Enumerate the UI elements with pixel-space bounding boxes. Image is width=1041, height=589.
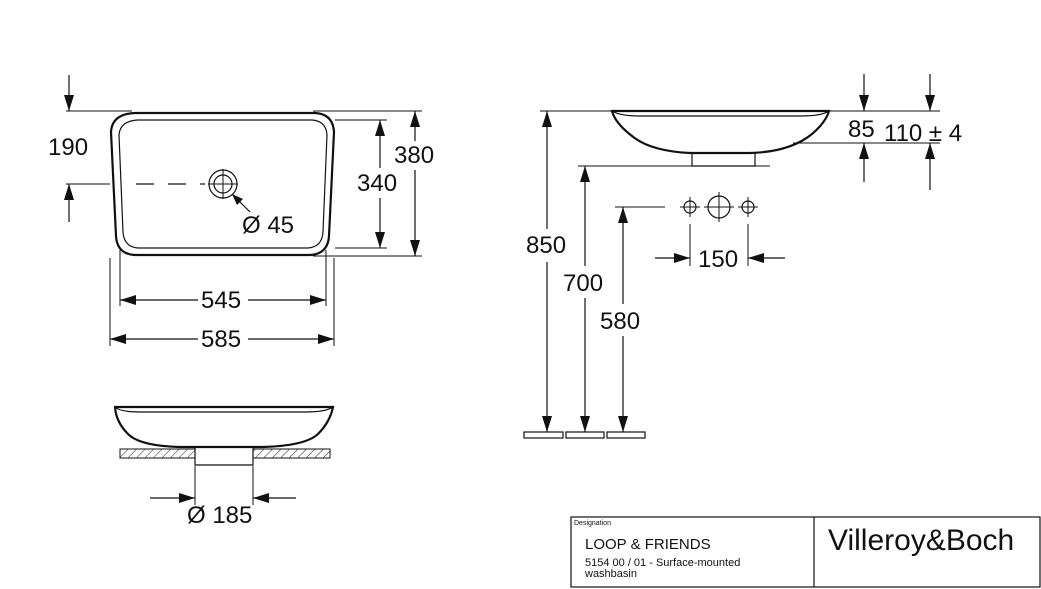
basin-outer-outline <box>109 111 336 257</box>
dim-545: 545 <box>201 287 241 314</box>
dim-700: 700 <box>563 270 603 297</box>
basin-base <box>194 447 254 466</box>
front-view: Ø 185 <box>113 405 335 529</box>
floor-block-2 <box>565 431 605 439</box>
dim-110: 110 ± 4 <box>884 120 962 147</box>
top-view: Ø 45 190 340 380 545 <box>48 75 434 353</box>
dim-drain-diameter: Ø 45 <box>242 212 294 239</box>
side-view: 850 700 580 150 <box>523 74 962 439</box>
product-description-line2: washbasin <box>584 568 637 580</box>
dim-585: 585 <box>201 326 241 353</box>
side-basin-base <box>691 153 756 167</box>
countertop-left <box>119 448 196 459</box>
floor-block-1 <box>523 431 564 439</box>
countertop-right <box>252 448 331 459</box>
designation-label: Designation <box>574 520 611 527</box>
dim-580: 580 <box>600 308 640 335</box>
title-block: Designation LOOP & FRIENDS 5154 00 / 01 … <box>570 516 1041 588</box>
side-basin-profile <box>610 109 831 155</box>
dim-190: 190 <box>48 134 88 161</box>
dim-380: 380 <box>394 142 434 169</box>
dim-150: 150 <box>698 246 738 273</box>
dim-340: 340 <box>357 170 397 197</box>
basin-inner-outline <box>118 119 328 249</box>
basin-profile <box>113 405 335 449</box>
product-name: LOOP & FRIENDS <box>585 536 711 553</box>
dim-base-diameter: Ø 185 <box>187 502 252 529</box>
dim-850: 850 <box>526 232 566 259</box>
floor-block-3 <box>606 431 646 439</box>
product-description-line1: 5154 00 / 01 - Surface-mounted <box>585 557 740 569</box>
dim-85: 85 <box>848 116 875 143</box>
brand-logo: Villeroy&Boch <box>828 524 1014 557</box>
